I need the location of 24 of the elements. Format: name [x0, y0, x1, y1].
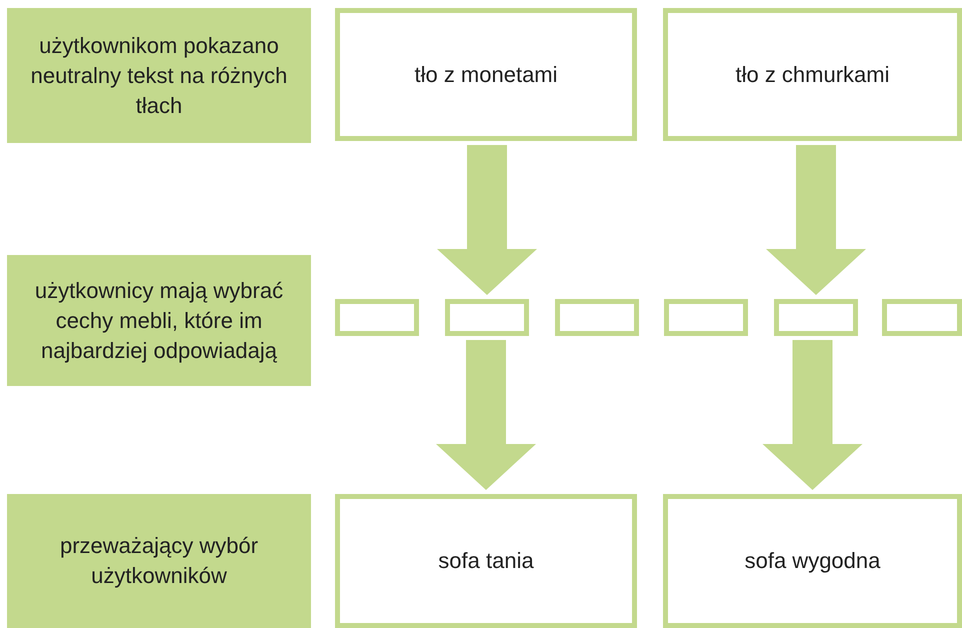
option-box	[882, 299, 962, 336]
option-box	[555, 299, 639, 336]
result-box	[663, 8, 962, 141]
step-label-box	[7, 494, 311, 628]
block-arrow	[436, 340, 536, 490]
block-arrow	[762, 340, 862, 490]
option-box	[445, 299, 529, 336]
option-box	[335, 299, 419, 336]
result-box	[663, 494, 962, 628]
step-label-box	[7, 255, 311, 386]
result-box	[335, 494, 637, 628]
result-box	[335, 8, 637, 141]
block-arrow	[766, 145, 866, 295]
step-label-box	[7, 8, 311, 143]
option-box	[774, 299, 858, 336]
box-text: sofa wygodna	[744, 547, 880, 575]
box-text: tło z chmurkami	[735, 60, 890, 88]
option-box	[664, 299, 748, 336]
box-text: tło z monetami	[414, 60, 558, 88]
box-text: sofa tania	[438, 547, 534, 575]
block-arrow	[437, 145, 537, 295]
box-text: użytkownicy mają wybrać cechy mebli, które im najbardziej odpowiadają	[34, 276, 284, 365]
box-text: przeważający wybór użytkowników	[58, 532, 260, 590]
box-text: użytkownikom pokazano neutralny tekst na różnych tłach	[30, 32, 288, 120]
